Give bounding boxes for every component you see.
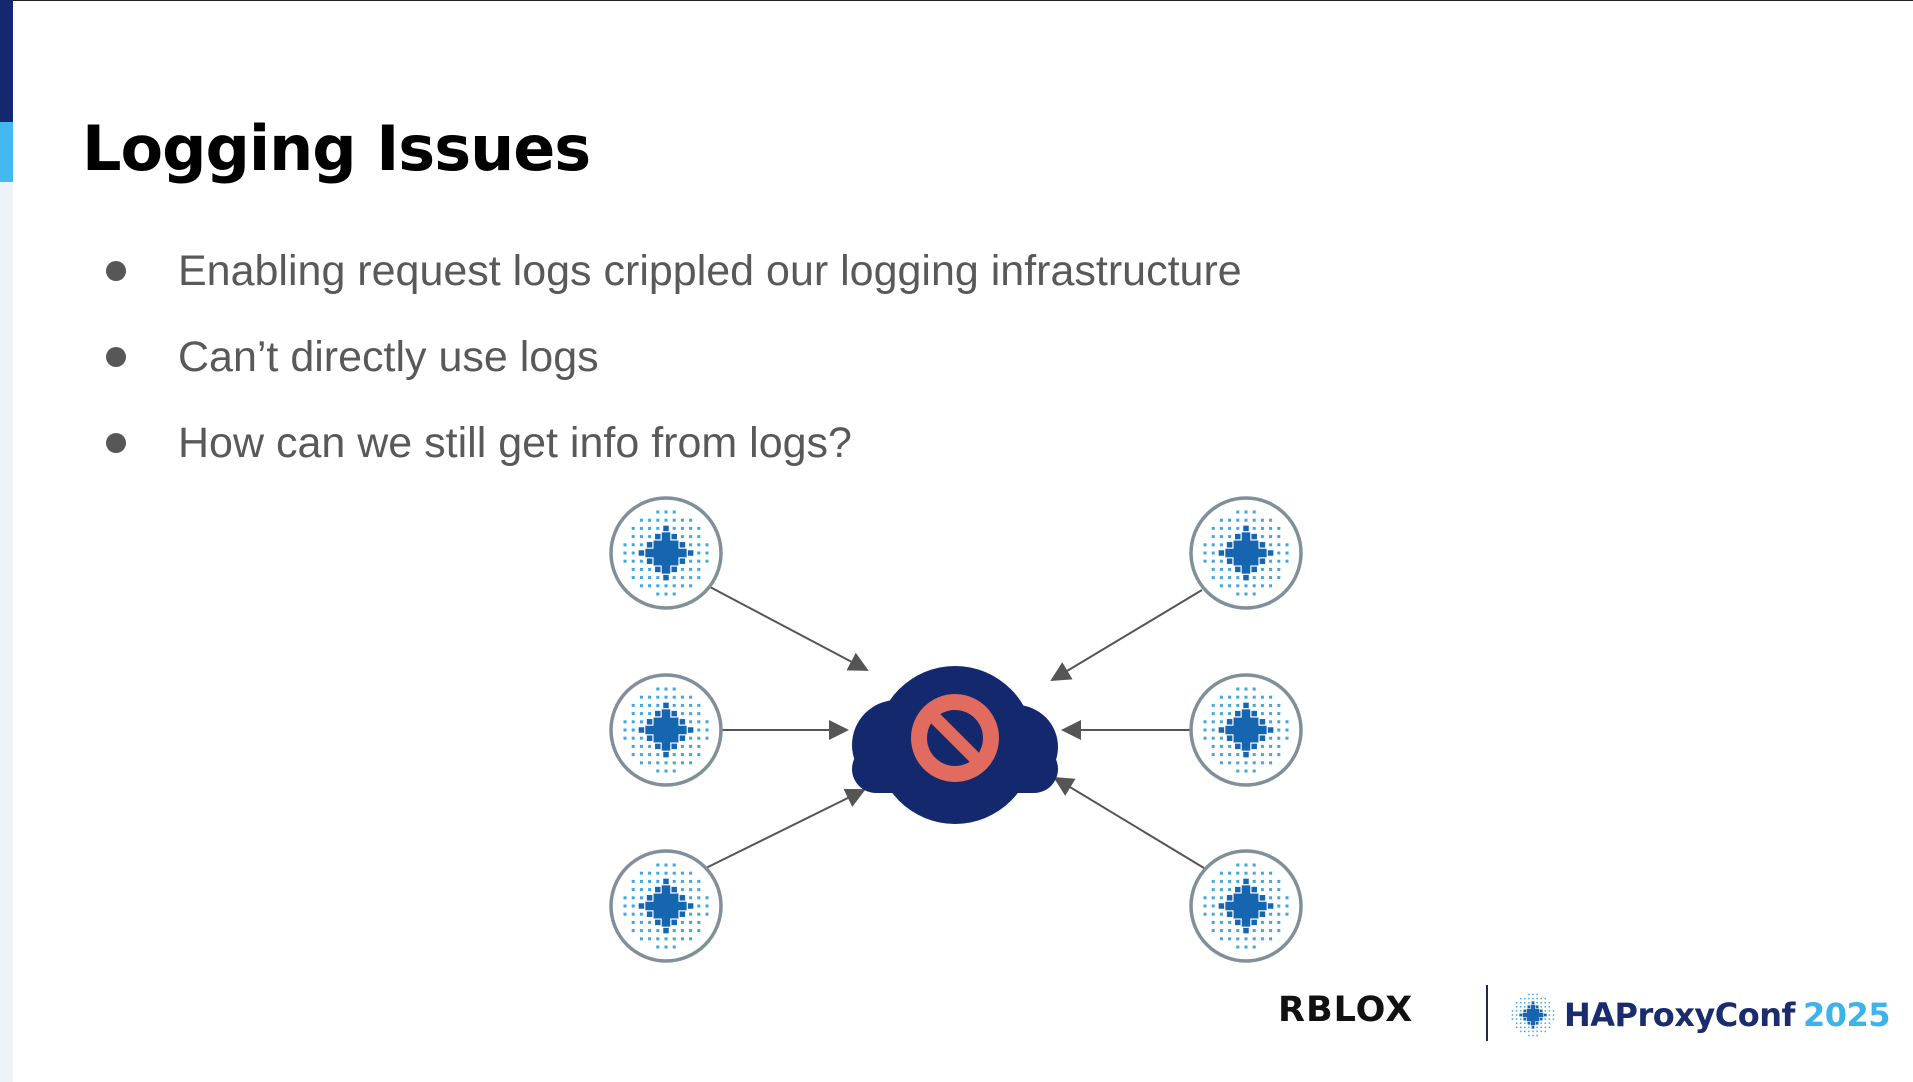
haproxy-node-icon <box>609 849 723 963</box>
haproxy-node-icon <box>609 496 723 610</box>
haproxy-node-icon <box>1189 673 1303 787</box>
side-accent-navy <box>0 0 13 122</box>
haproxyconf-year: 2025 <box>1802 996 1891 1034</box>
arrow-line <box>1050 589 1203 682</box>
bullet-list: Enabling request logs crippled our loggi… <box>100 228 1242 486</box>
bullet-dot-icon <box>106 261 126 281</box>
side-accent-strip <box>0 0 13 1082</box>
bullet-dot-icon <box>106 347 126 367</box>
arrow-line <box>709 586 869 671</box>
haproxyconf-logo: HAProxyConf 2025 <box>1510 990 1891 1040</box>
arrow-group <box>705 586 1205 869</box>
node-group <box>609 496 1303 963</box>
haproxy-logo-icon <box>1511 993 1555 1037</box>
arrow-line <box>705 789 866 869</box>
slide-title: Logging Issues <box>82 112 591 185</box>
bullet-item: Enabling request logs crippled our loggi… <box>100 228 1242 314</box>
roblox-logo: RBLOX <box>1278 990 1414 1030</box>
bullet-text: How can we still get info from logs? <box>178 418 852 467</box>
bullet-text: Enabling request logs crippled our loggi… <box>178 246 1242 295</box>
haproxy-node-icon <box>609 673 723 787</box>
haproxyconf-name: HAProxyConf <box>1564 996 1795 1034</box>
cloud-blocked-icon <box>852 666 1058 824</box>
bullet-item: How can we still get info from logs? <box>100 400 1242 486</box>
haproxy-node-icon <box>1189 849 1303 963</box>
side-accent-cyan <box>0 122 13 182</box>
footer-divider <box>1486 985 1488 1041</box>
bullet-dot-icon <box>106 433 126 453</box>
bullet-text: Can’t directly use logs <box>178 332 599 381</box>
arrow-line <box>1053 776 1205 869</box>
haproxy-node-icon <box>1189 496 1303 610</box>
bullet-item: Can’t directly use logs <box>100 314 1242 400</box>
slide-top-border <box>0 0 1913 1</box>
